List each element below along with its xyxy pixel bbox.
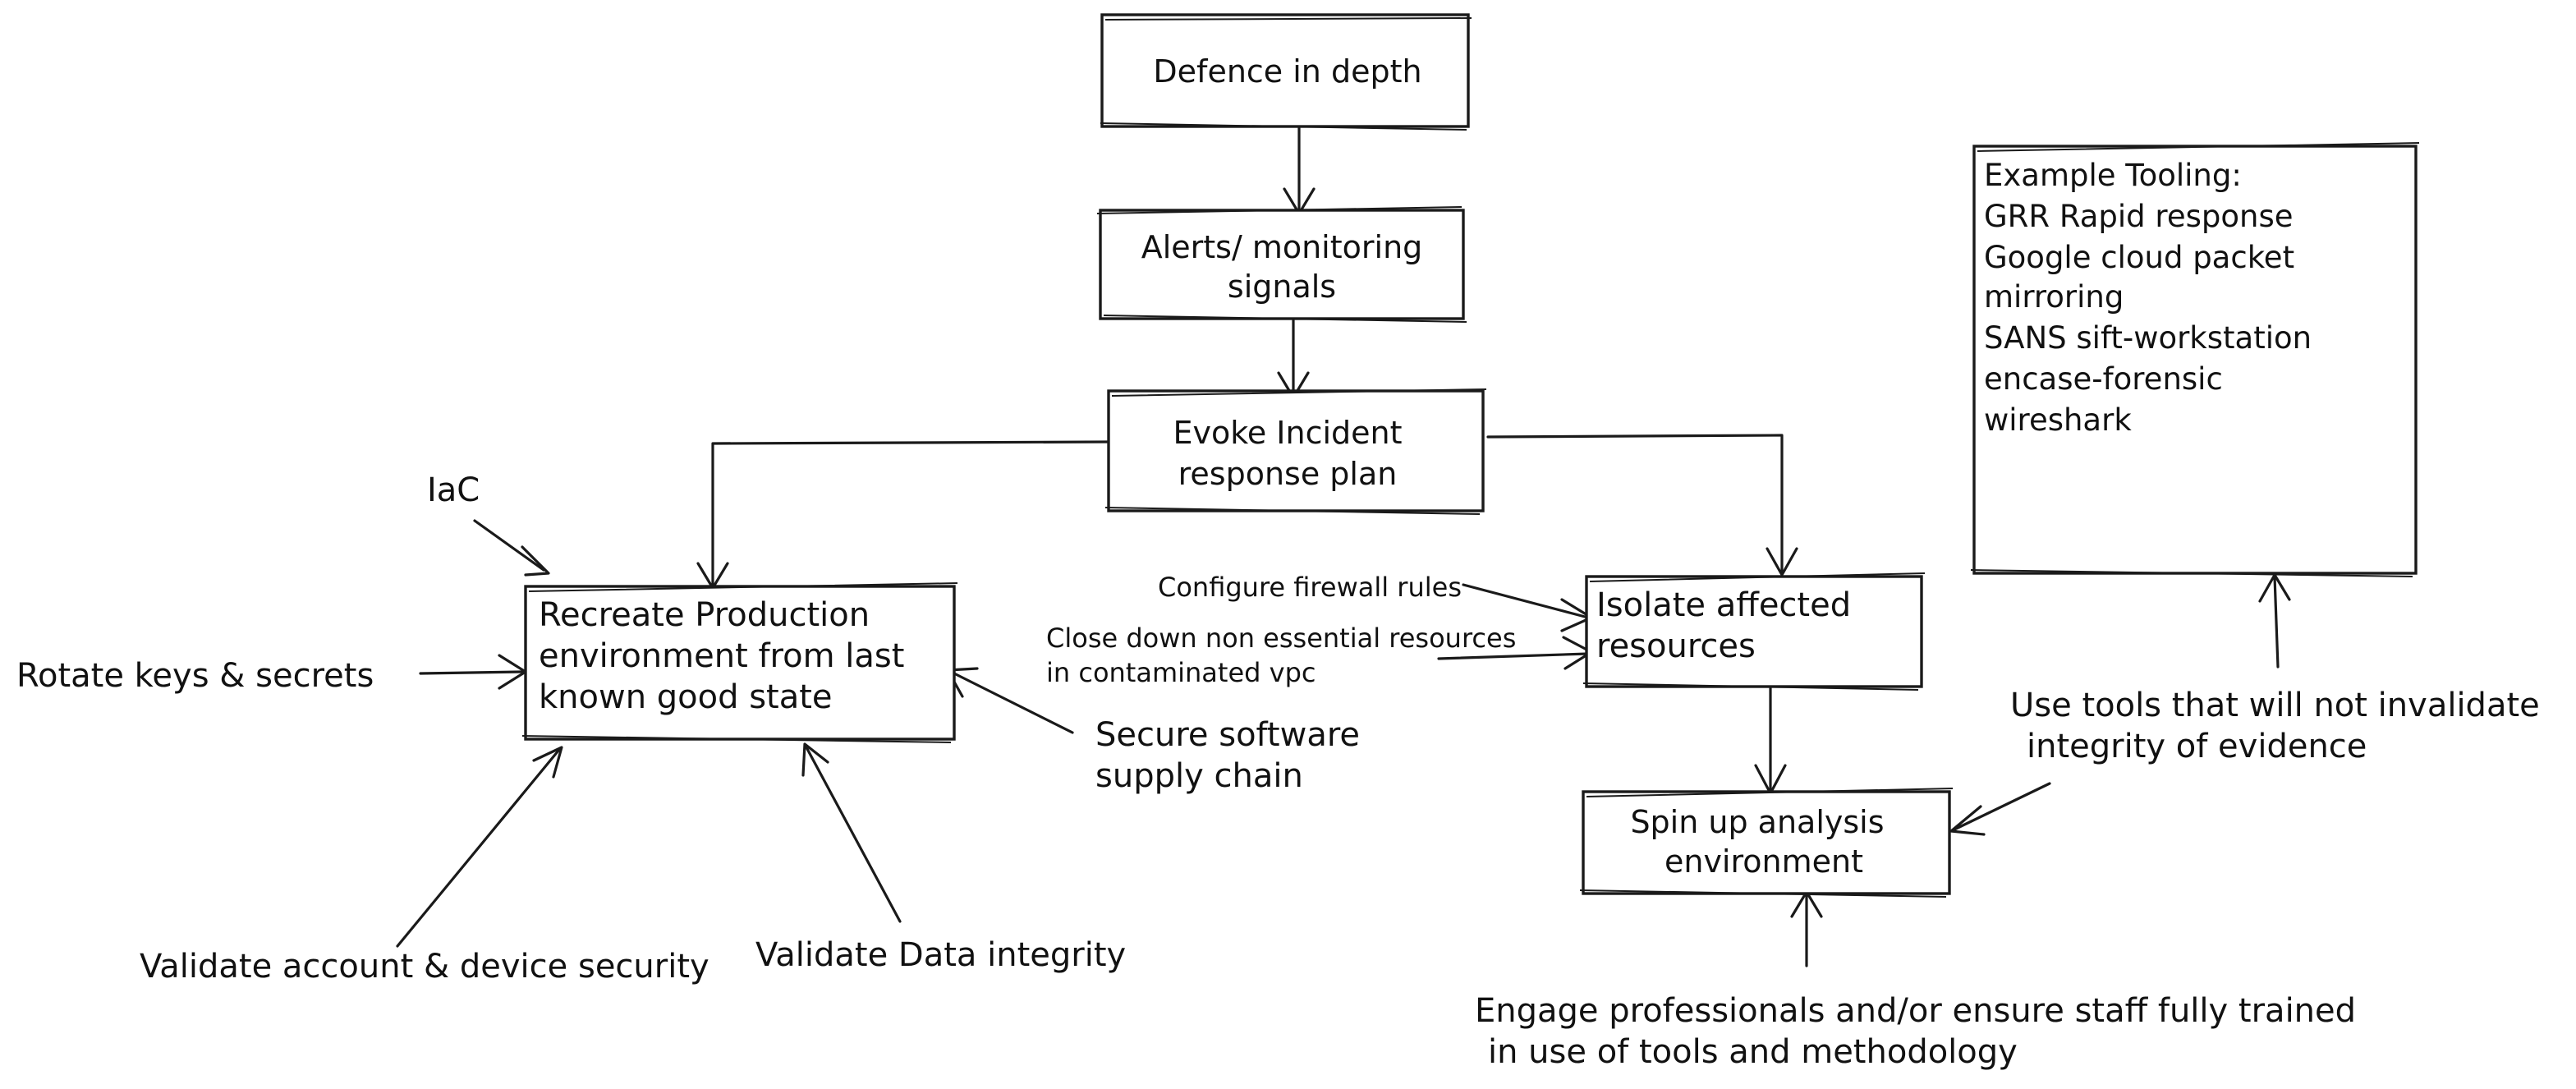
box-defence-label: Defence in depth	[1153, 53, 1421, 90]
box-isolate-line-1: Isolate affected	[1596, 586, 1851, 624]
tooling-heading: Example Tooling:	[1984, 158, 2242, 193]
label-secure-supply-line-1: Secure software	[1095, 716, 1360, 754]
arrow-validate-account-to-recreate	[396, 746, 563, 948]
label-use-tools-line-2: integrity of evidence	[2027, 728, 2367, 765]
box-spinup-line-2: environment	[1665, 843, 1863, 880]
box-evoke-line-2: response plan	[1178, 456, 1398, 492]
arrow-use-tools-to-spinup	[1949, 782, 2051, 836]
box-evoke-incident: Evoke Incident response plan	[1104, 388, 1487, 515]
box-recreate-line-2: environment from last	[539, 637, 904, 675]
arrow-validate-data-to-recreate	[801, 742, 902, 923]
arrow-use-tools-to-tooling	[2258, 573, 2291, 669]
label-engage-line-1: Engage professionals and/or ensure staff…	[1475, 992, 2356, 1030]
tooling-item: mirroring	[1984, 279, 2124, 315]
box-alerts-monitoring: Alerts/ monitoring signals	[1096, 206, 1467, 323]
tooling-item: GRR Rapid response	[1984, 199, 2294, 234]
tooling-item: SANS sift-workstation	[1984, 320, 2312, 356]
box-recreate-production: Recreate Production environment from las…	[521, 582, 958, 743]
connectors	[396, 126, 2291, 967]
arrow-rotate-to-recreate	[419, 654, 527, 690]
box-recreate-line-1: Recreate Production	[539, 596, 870, 634]
arrow-iac-to-recreate	[473, 519, 550, 577]
box-isolate-line-2: resources	[1596, 627, 1756, 665]
label-rotate-keys: Rotate keys & secrets	[16, 657, 374, 695]
arrow-evoke-to-recreate	[696, 440, 1112, 590]
arrow-engage-to-spinup	[1790, 890, 1823, 967]
box-evoke-line-1: Evoke Incident	[1173, 415, 1402, 451]
box-recreate-line-3: known good state	[539, 678, 833, 716]
arrow-evoke-to-isolate	[1486, 434, 1798, 577]
label-iac: IaC	[427, 471, 480, 509]
box-spinup-line-1: Spin up analysis	[1630, 804, 1884, 840]
tooling-item: Google cloud packet	[1984, 240, 2294, 275]
label-validate-account: Validate account & device security	[140, 948, 709, 986]
box-example-tooling: Example Tooling: GRR Rapid response Goog…	[1970, 142, 2420, 577]
arrow-alerts-to-evoke	[1277, 319, 1310, 399]
box-defence-in-depth: Defence in depth	[1100, 13, 1472, 131]
label-close-down-line-2: in contaminated vpc	[1046, 657, 1316, 688]
box-spin-up-analysis: Spin up analysis environment	[1579, 788, 1954, 898]
arrow-defence-to-alerts	[1283, 126, 1316, 215]
box-alerts-line-1: Alerts/ monitoring	[1141, 229, 1423, 265]
label-secure-supply-line-2: supply chain	[1095, 757, 1303, 795]
label-engage-line-2: in use of tools and methodology	[1488, 1033, 2018, 1071]
label-validate-data: Validate Data integrity	[755, 936, 1126, 974]
arrow-isolate-to-spinup	[1754, 687, 1787, 795]
tooling-item: wireshark	[1984, 402, 2132, 438]
label-firewall-rules: Configure firewall rules	[1158, 572, 1462, 603]
label-close-down-line-1: Close down non essential resources	[1046, 623, 1516, 654]
label-use-tools-line-1: Use tools that will not invalidate	[2010, 687, 2540, 724]
box-isolate-affected: Isolate affected resources	[1582, 572, 1926, 691]
tooling-item: encase-forensic	[1984, 361, 2223, 397]
box-alerts-line-2: signals	[1228, 269, 1336, 305]
